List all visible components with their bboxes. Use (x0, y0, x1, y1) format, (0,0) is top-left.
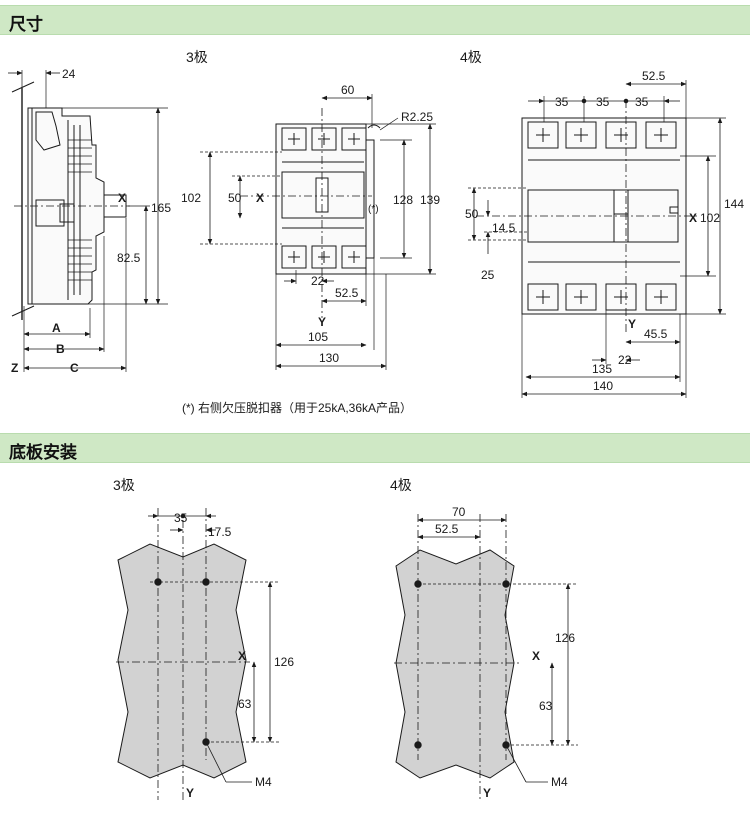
axis-label-x: X (238, 649, 246, 663)
section-title: 底板安装 (9, 443, 77, 462)
dim-label: 102 (181, 191, 201, 205)
axis-label-x: X (256, 191, 264, 205)
radius-label: R2.25 (401, 110, 433, 124)
uvt-mark: (*) (368, 204, 379, 215)
dim-label: 70 (452, 505, 466, 519)
mounting-plate-3-pole-labels: 35 17.5 126 63 X Y M4 (174, 511, 294, 800)
dim-label: 52.5 (642, 69, 666, 83)
axis-label-x: X (689, 211, 697, 225)
axis-label-y: Y (186, 786, 194, 800)
front-view-4-pole (468, 80, 726, 398)
dim-label: 24 (62, 67, 76, 81)
front-view-3-pole-labels: 60 102 50 128 139 22 52.5 105 130 R2.25 … (181, 83, 440, 365)
axis-label-x: X (118, 191, 126, 205)
dim-label: 105 (308, 330, 328, 344)
dim-label: 35 (596, 95, 610, 109)
dim-label: 126 (555, 631, 575, 645)
dim-label: 128 (393, 193, 413, 207)
dim-label: 52.5 (435, 522, 459, 536)
dim-label: 63 (238, 697, 252, 711)
dim-label: 22 (618, 353, 632, 367)
dim-label: 35 (555, 95, 569, 109)
front-view-4-pole-labels: 52.5 35 35 35 50 14.5 25 144 102 45.5 22… (465, 69, 744, 393)
dim-label: 17.5 (208, 525, 232, 539)
section-title: 尺寸 (9, 15, 43, 34)
screw-label: M4 (255, 775, 272, 789)
dim-label: 135 (592, 362, 612, 376)
mount-pole-3-title: 3极 (113, 477, 135, 493)
mounting-plate-3-pole (116, 508, 280, 800)
dim-label: 82.5 (117, 251, 141, 265)
dim-label-c: C (70, 361, 79, 375)
mount-pole-4-title: 4极 (390, 477, 412, 493)
dim-label: 50 (228, 191, 242, 205)
dim-label-a: A (52, 321, 61, 335)
axis-label-x: X (532, 649, 540, 663)
dim-label: 63 (539, 699, 553, 713)
dim-label: 35 (174, 511, 188, 525)
dim-label: 126 (274, 655, 294, 669)
dim-label: 165 (151, 201, 171, 215)
mounting-plate-4-pole-labels: 70 52.5 126 63 X Y M4 (435, 505, 575, 800)
side-view (8, 70, 168, 372)
section-header-dimensions: 尺寸 (0, 5, 750, 35)
uvt-footnote: (*) 右侧欠压脱扣器（用于25kA,36kA产品） (182, 401, 413, 415)
dim-label: 35 (635, 95, 649, 109)
dim-label: 144 (724, 197, 744, 211)
dim-label: 130 (319, 351, 339, 365)
axis-label-y: Y (318, 315, 326, 329)
mounting-plate-4-pole (394, 514, 578, 800)
dim-label: 139 (420, 193, 440, 207)
dim-label: 14.5 (492, 221, 516, 235)
dim-label: 25 (481, 268, 495, 282)
dim-label: 45.5 (644, 327, 668, 341)
dim-label: 140 (593, 379, 613, 393)
dim-label-b: B (56, 342, 65, 356)
section-header-mounting: 底板安装 (0, 433, 750, 463)
dim-label: 60 (341, 83, 355, 97)
dim-label: 50 (465, 207, 479, 221)
axis-label-y: Y (483, 786, 491, 800)
dim-label: 52.5 (335, 286, 359, 300)
pole-3-title: 3极 (186, 49, 208, 65)
dim-label: 22 (311, 274, 325, 288)
axis-label-z: Z (11, 361, 18, 375)
screw-label: M4 (551, 775, 568, 789)
dim-label: 102 (700, 211, 720, 225)
side-view-labels: 24 165 82.5 X A B C Z (11, 67, 171, 375)
axis-label-y: Y (628, 317, 636, 331)
pole-4-title: 4极 (460, 49, 482, 65)
front-view-3-pole (200, 94, 436, 370)
